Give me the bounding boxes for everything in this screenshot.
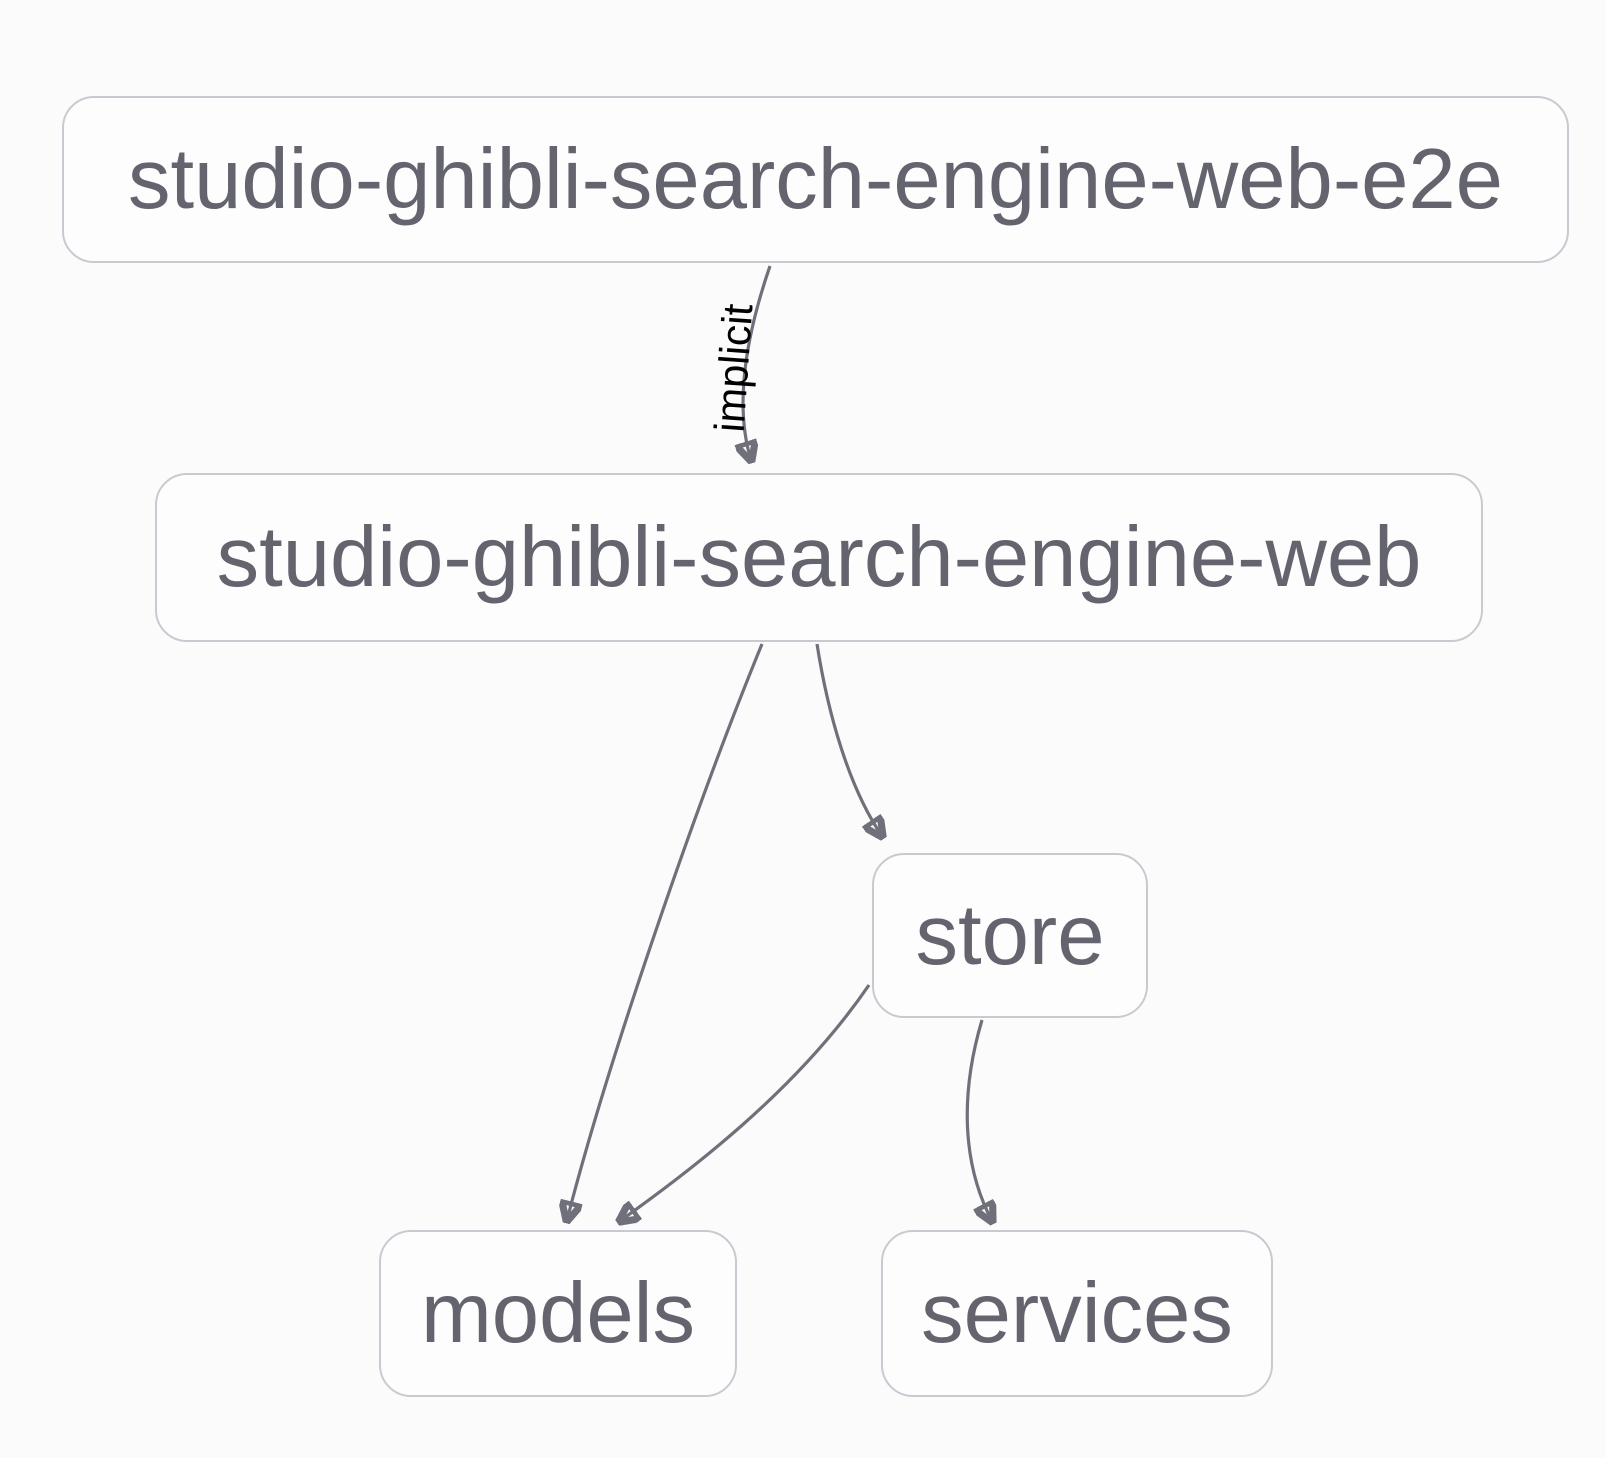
edge-web-to-models[interactable]: [567, 643, 764, 1220]
node-services[interactable]: services: [881, 1230, 1273, 1397]
node-studio-ghibli-search-engine-web-e2e[interactable]: studio-ghibli-search-engine-web-e2e: [62, 96, 1569, 263]
node-label: studio-ghibli-search-engine-web: [216, 510, 1422, 605]
node-store[interactable]: store: [872, 853, 1148, 1018]
edge-web-to-store[interactable]: [815, 643, 882, 836]
edge-store-to-services[interactable]: [965, 1019, 992, 1221]
node-studio-ghibli-search-engine-web[interactable]: studio-ghibli-search-engine-web: [155, 473, 1483, 642]
node-label: store: [915, 888, 1105, 983]
edge-label-implicit: implicit: [705, 302, 762, 434]
node-label: models: [420, 1266, 695, 1361]
node-models[interactable]: models: [379, 1230, 737, 1397]
node-label: studio-ghibli-search-engine-web-e2e: [128, 132, 1503, 227]
node-label: services: [921, 1266, 1233, 1361]
edge-e2e-to-web-implicit[interactable]: [743, 265, 772, 460]
edge-store-to-models[interactable]: [620, 984, 871, 1221]
